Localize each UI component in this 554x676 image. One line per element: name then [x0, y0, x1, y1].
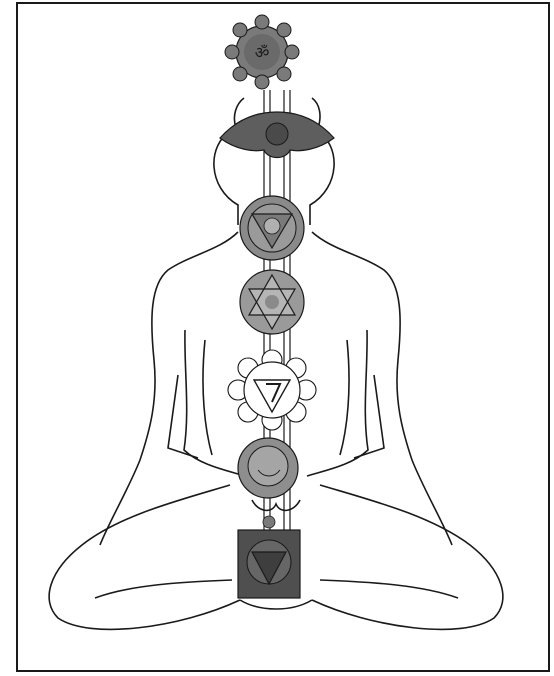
sacral-chakra [238, 438, 298, 498]
left-leg-outer [49, 485, 240, 629]
crown-glyph: ॐ [255, 43, 270, 62]
third-eye-chakra [220, 112, 334, 158]
right-leg-outer [312, 485, 503, 629]
crown-chakra: ॐ [225, 15, 299, 89]
left-arm-outer [100, 232, 238, 545]
hands [252, 500, 300, 510]
lap-line [240, 600, 312, 609]
right-arm-inner [307, 330, 368, 476]
left-arm-inner [184, 330, 245, 476]
right-leg-fold [320, 580, 458, 598]
right-arm-outer [312, 232, 452, 545]
solar-plexus-chakra [228, 350, 316, 430]
throat-chakra [240, 196, 304, 260]
left-armpit [168, 375, 198, 458]
left-leg-fold [95, 580, 232, 598]
root-chakra [238, 516, 300, 598]
heart-chakra [240, 270, 304, 334]
right-armpit [354, 375, 384, 458]
